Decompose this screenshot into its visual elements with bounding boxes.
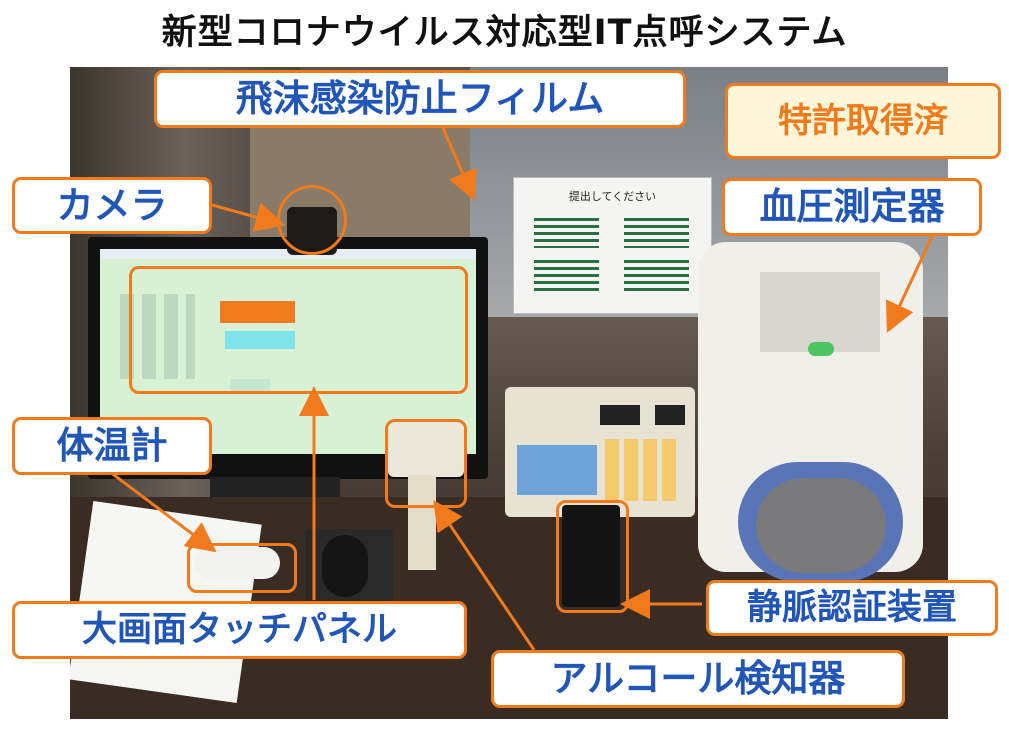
touch-panel-highlight: [129, 266, 468, 394]
alcohol-detector-pole: [408, 475, 436, 570]
camera-label: カメラ: [12, 177, 212, 234]
thermometer-highlight: [187, 543, 297, 593]
camera-arrow: [211, 202, 286, 232]
alcohol-arrow: [433, 500, 536, 651]
blood-pressure-device: [698, 242, 923, 582]
cyan-button[interactable]: [225, 331, 295, 349]
keypad-area[interactable]: [120, 294, 195, 379]
bp-label: 血圧測定器: [722, 178, 982, 236]
notice-poster: 提出してください: [513, 177, 712, 314]
vein-label: 静脈認証装置: [706, 580, 998, 636]
vein-highlight: [556, 500, 629, 613]
alcohol-detector-highlight: [385, 419, 467, 508]
orange-button[interactable]: [220, 301, 295, 323]
thermometer-arrow: [109, 470, 217, 553]
page-title: 新型コロナウイルス対応型IT点呼システム: [161, 13, 848, 53]
thermometer-label: 体温計: [12, 417, 212, 475]
thermometer-device: [195, 547, 280, 579]
mouse[interactable]: [322, 535, 368, 597]
patent-label: 特許取得済: [725, 83, 1001, 159]
film-arrow: [441, 127, 477, 202]
bp-arrow: [886, 227, 938, 333]
poster-title: 提出してください: [568, 190, 657, 203]
control-panel: [505, 387, 695, 517]
alcohol-detector-head: [388, 423, 464, 477]
vein-scanner: [562, 505, 620, 607]
touch-panel-label: 大画面タッチパネル: [12, 601, 467, 659]
bottom-button[interactable]: [230, 379, 270, 391]
film-label: 飛沫感染防止フィルム: [154, 70, 686, 128]
alcohol-label: アルコール検知器: [491, 650, 905, 708]
